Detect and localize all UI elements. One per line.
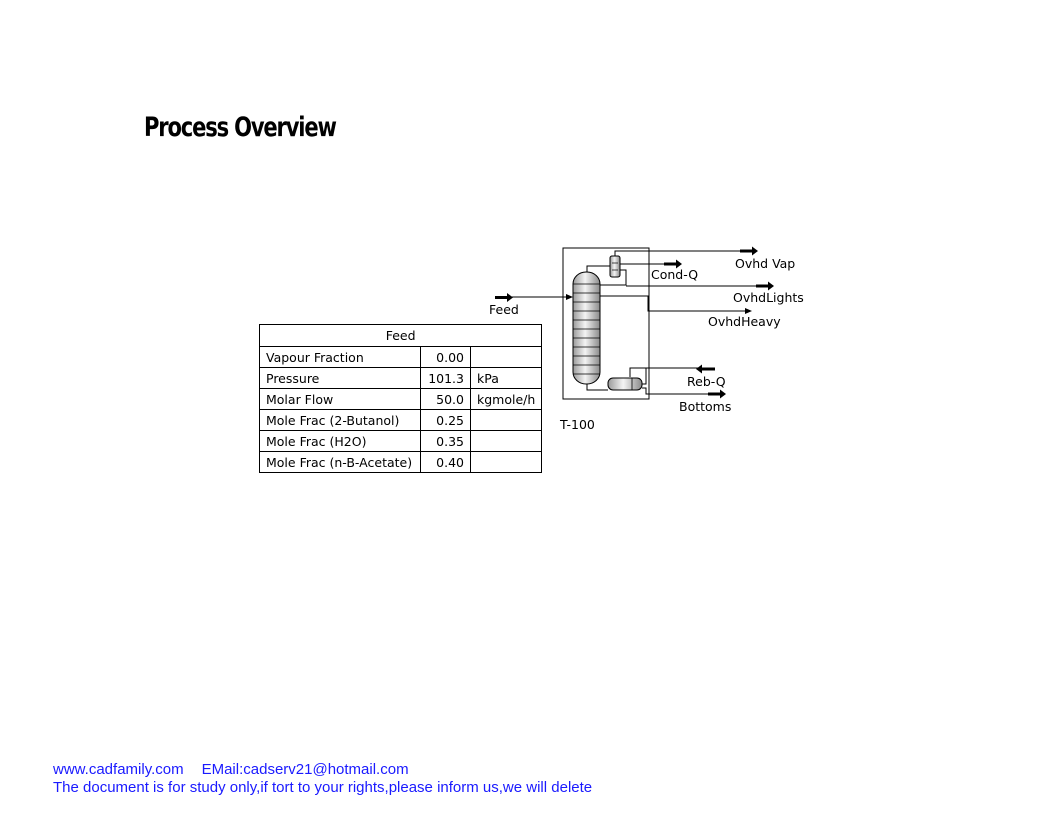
table-row: Mole Frac (n-B-Acetate) 0.40 <box>259 451 543 473</box>
distillation-column-icon[interactable] <box>572 271 601 385</box>
row-unit <box>469 451 543 473</box>
cond-q-label: Cond-Q <box>651 267 698 282</box>
footer-site-link[interactable]: www.cadfamily.com <box>53 761 184 778</box>
row-label: Mole Frac (n-B-Acetate) <box>259 451 421 473</box>
footer-contact-line: www.cadfamily.com EMail:cadserv21@hotmail… <box>53 761 409 778</box>
ovhd-vap-stream[interactable]: Ovhd Vap <box>630 246 795 272</box>
footer-notice: The document is for study only,if tort t… <box>53 779 593 796</box>
row-label: Mole Frac (H2O) <box>259 430 421 452</box>
ovhd-vap-label: Ovhd Vap <box>735 256 795 271</box>
feed-label: Feed <box>489 302 519 317</box>
table-row: Mole Frac (H2O) 0.35 <box>259 430 543 452</box>
condenser-icon[interactable] <box>609 255 621 278</box>
row-value: 0.40 <box>420 451 471 473</box>
row-value: 50.0 <box>420 388 471 410</box>
row-label: Vapour Fraction <box>259 346 421 368</box>
bottoms-stream[interactable]: Bottoms <box>642 387 731 414</box>
table-row: Molar Flow 50.0 kgmole/h <box>259 388 543 410</box>
row-label: Molar Flow <box>259 388 421 410</box>
row-value: 0.35 <box>420 430 471 452</box>
reb-q-label: Reb-Q <box>687 374 726 389</box>
reb-q-stream[interactable]: Reb-Q <box>646 364 726 390</box>
page-title: Process Overview <box>144 112 337 143</box>
row-value: 0.00 <box>420 346 471 368</box>
ovhd-heavy-stream[interactable]: OvhdHeavy <box>600 295 781 329</box>
feed-stream-table: Feed Vapour Fraction 0.00 Pressure 101.3… <box>258 324 543 473</box>
table-row: Pressure 101.3 kPa <box>259 367 543 389</box>
ovhd-lights-label: OvhdLights <box>733 290 804 305</box>
internal-piping <box>586 250 647 391</box>
bottoms-label: Bottoms <box>679 399 731 414</box>
ovhd-heavy-label: OvhdHeavy <box>708 314 781 329</box>
row-label: Pressure <box>259 367 421 389</box>
cond-q-stream[interactable]: Cond-Q <box>620 259 698 283</box>
row-value: 101.3 <box>420 367 471 389</box>
feed-stream[interactable]: Feed <box>489 293 573 317</box>
reboiler-icon[interactable] <box>607 377 643 391</box>
process-flow-diagram: Feed Cond-Q Ovhd Vap OvhdLights OvhdHeav… <box>489 246 804 432</box>
row-label: Mole Frac (2-Butanol) <box>259 409 421 431</box>
ovhd-lights-stream[interactable]: OvhdLights <box>626 281 804 306</box>
column-boundary-box <box>562 247 650 400</box>
column-label: T-100 <box>559 417 595 432</box>
row-value: 0.25 <box>420 409 471 431</box>
footer-email-link[interactable]: EMail:cadserv21@hotmail.com <box>201 761 409 778</box>
